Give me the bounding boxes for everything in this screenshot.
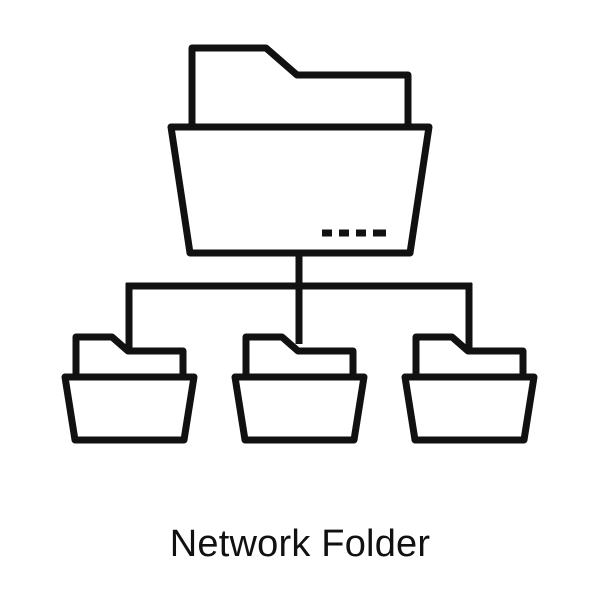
network-connector-icon [125, 253, 473, 350]
child-folder-right-back [412, 333, 527, 376]
child-folder-middle-icon [231, 333, 368, 444]
child-folder-left-icon [61, 333, 198, 444]
child-folder-middle-back [242, 333, 357, 376]
child-folder-left-back [72, 333, 187, 376]
main-folder-back-tab [188, 44, 412, 125]
main-folder-icon [167, 44, 433, 257]
caption-title: Network Folder [169, 523, 431, 565]
main-folder-front [167, 123, 433, 257]
child-folder-right-icon [401, 333, 538, 444]
child-folder-right-front [401, 373, 538, 444]
child-folder-middle-front [231, 373, 368, 444]
child-folder-left-front [61, 373, 198, 444]
